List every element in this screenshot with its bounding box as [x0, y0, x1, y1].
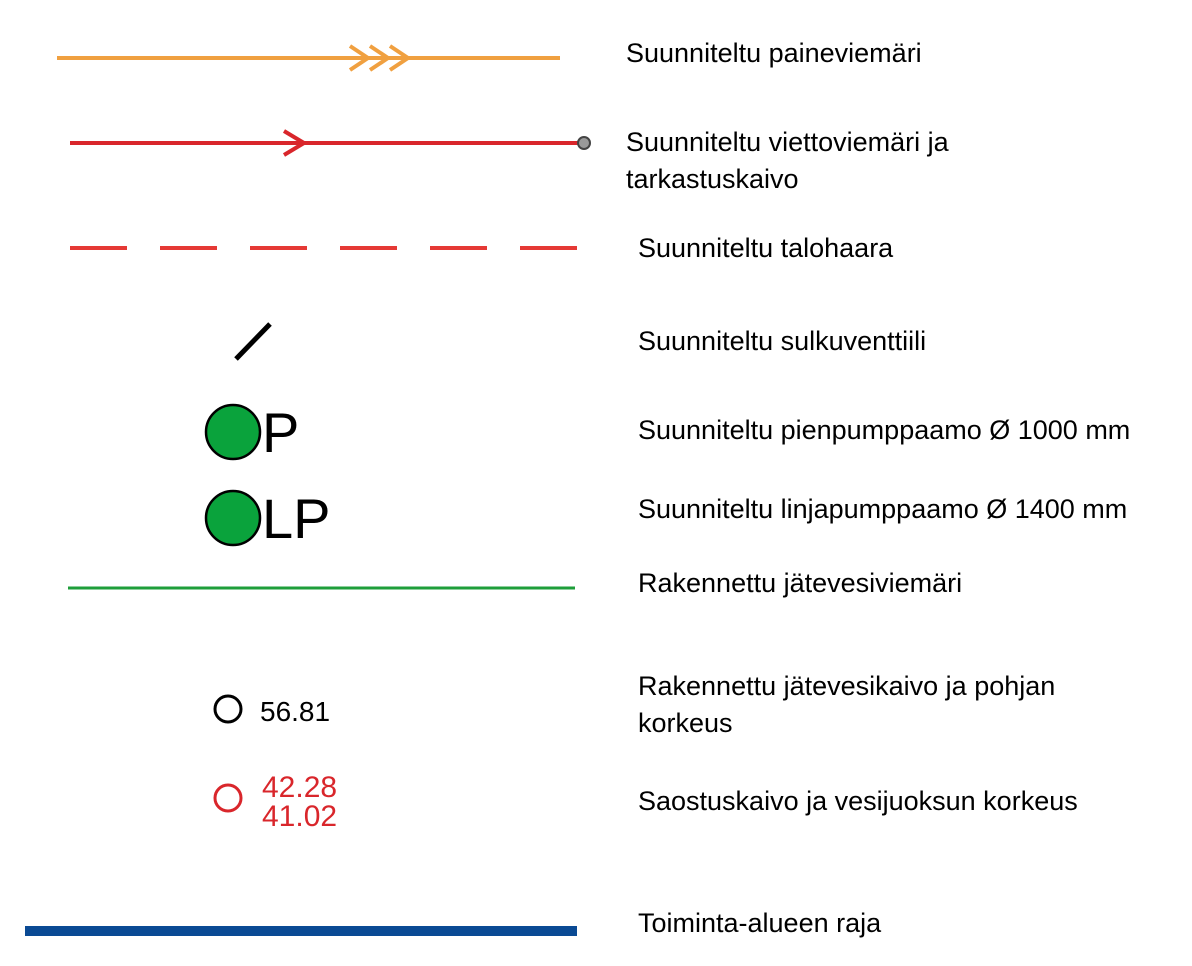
small-pump-station-symbol: P: [204, 401, 299, 464]
line-pump-station-symbol: LP: [204, 487, 331, 550]
line-pump-station-label: Suunniteltu linjapumppaamo Ø 1400 mm: [638, 494, 1128, 524]
built-manhole-value: 56.81: [260, 696, 330, 727]
septic-tank-symbol: 42.28 41.02: [213, 771, 337, 833]
area-boundary-label: Toiminta-alueen raja: [638, 908, 882, 938]
septic-tank-value-top: 42.28: [262, 771, 337, 804]
septic-tank-value-bottom: 41.02: [262, 800, 337, 833]
built-manhole-icon: [213, 694, 243, 724]
built-manhole-label-line2: korkeus: [638, 708, 733, 738]
pressure-sewer-label: Suunniteltu paineviemäri: [626, 38, 922, 68]
septic-tank-icon: [213, 783, 243, 813]
manhole-icon: [577, 136, 591, 150]
house-connection-label: Suunniteltu talohaara: [638, 233, 894, 263]
pressure-sewer-symbol: [57, 44, 560, 72]
septic-tank-label: Saostuskaivo ja vesijuoksun korkeus: [638, 786, 1078, 816]
built-manhole-label-line1: Rakennettu jätevesikaivo ja pohjan: [638, 671, 1056, 701]
gravity-sewer-label-line2: tarkastuskaivo: [626, 164, 799, 194]
gravity-sewer-symbol: [70, 129, 591, 157]
pump-station-icon: [204, 403, 262, 461]
built-manhole-symbol: 56.81: [213, 694, 330, 727]
shutoff-valve-symbol: [234, 322, 272, 361]
shutoff-valve-label: Suunniteltu sulkuventtiili: [638, 326, 927, 356]
built-sewer-label: Rakennettu jätevesiviemäri: [638, 568, 963, 598]
gravity-sewer-label-line1: Suunniteltu viettoviemäri ja: [626, 127, 949, 157]
line-pump-station-icon: [204, 489, 262, 547]
line-pump-station-code: LP: [262, 487, 331, 550]
small-pump-station-label: Suunniteltu pienpumppaamo Ø 1000 mm: [638, 415, 1131, 445]
pump-station-code: P: [262, 401, 299, 464]
